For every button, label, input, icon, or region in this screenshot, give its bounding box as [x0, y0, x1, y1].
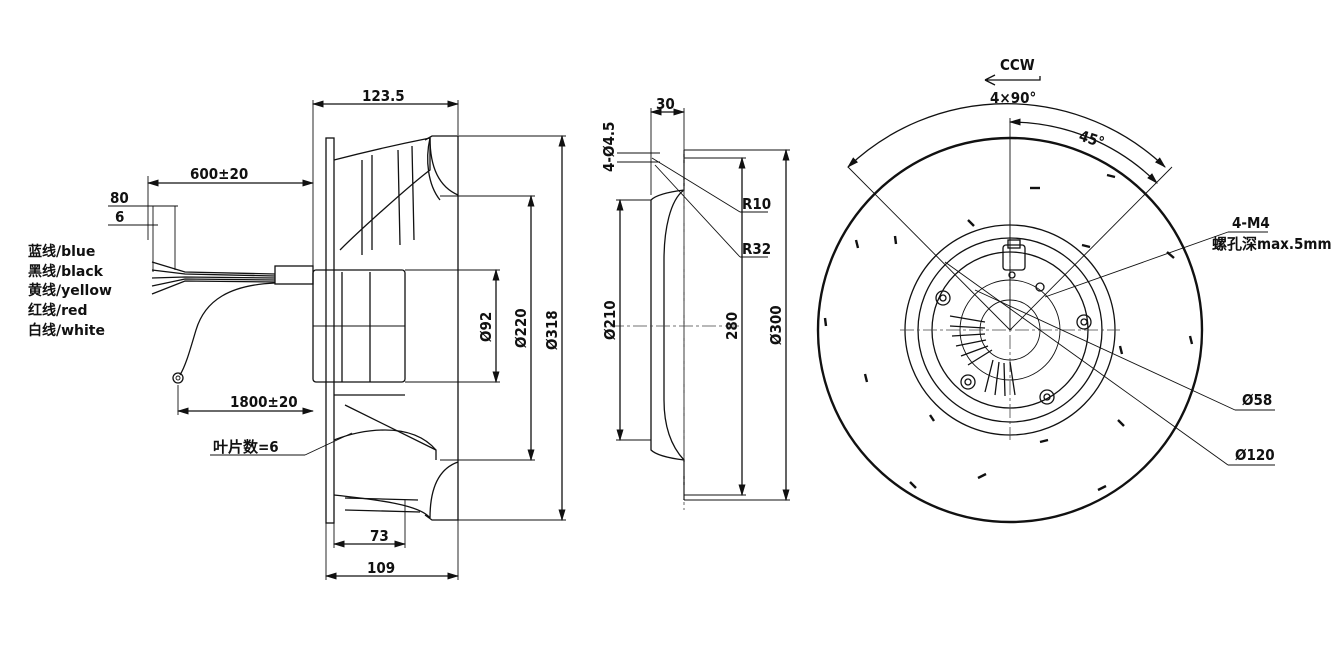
dim-210: Ø210 [601, 300, 619, 340]
dim-600: 600±20 [190, 165, 248, 183]
wire-yellow: 黄线/yellow [28, 282, 112, 299]
angle-4x90: 4×90° [990, 89, 1036, 107]
dim-92: Ø92 [477, 312, 495, 342]
dim-58: Ø58 [1242, 391, 1272, 409]
dim-6: 6 [115, 208, 124, 226]
dim-r32: R32 [742, 240, 771, 258]
thread-depth: 螺孔深max.5mm [1212, 235, 1331, 253]
cable-bundle [151, 261, 314, 384]
section-view: 30 4-Ø4.5 R10 R32 Ø210 280 Ø300 [600, 95, 790, 510]
dim-220: Ø220 [512, 308, 530, 348]
dim-holes: 4-Ø4.5 [600, 122, 618, 172]
thread-m4: 4-M4 [1232, 214, 1270, 232]
dim-120: Ø120 [1235, 446, 1275, 464]
wire-white: 白线/white [28, 322, 105, 339]
side-view: 123.5 600±20 80 6 蓝线/blue 黑线/black 黄线/ye… [28, 87, 566, 580]
rotation-ccw: CCW [1000, 56, 1035, 74]
front-view: CCW 4×90° 45° 4-M4 螺孔深max.5mm Ø58 Ø120 [816, 56, 1331, 524]
hub-ribs [949, 315, 1016, 397]
wire-blue: 蓝线/blue [28, 243, 95, 260]
dim-r10: R10 [742, 195, 771, 213]
wire-legend: 蓝线/blue 黑线/black 黄线/yellow 红线/red 白线/whi… [28, 243, 112, 339]
dim-123-5: 123.5 [362, 87, 405, 105]
dim-73: 73 [370, 527, 389, 545]
outer-slots [823, 173, 1194, 492]
angle-45: 45° [1077, 127, 1107, 152]
blade-count: 叶片数=6 [213, 438, 279, 456]
dim-280: 280 [723, 312, 741, 340]
dim-318: Ø318 [543, 310, 561, 350]
wire-red: 红线/red [28, 302, 88, 319]
dim-30: 30 [656, 95, 675, 113]
dim-1800: 1800±20 [230, 393, 298, 411]
dim-80: 80 [110, 189, 129, 207]
wire-black: 黑线/black [28, 263, 104, 280]
dim-109: 109 [367, 559, 395, 577]
dim-300: Ø300 [767, 305, 785, 345]
